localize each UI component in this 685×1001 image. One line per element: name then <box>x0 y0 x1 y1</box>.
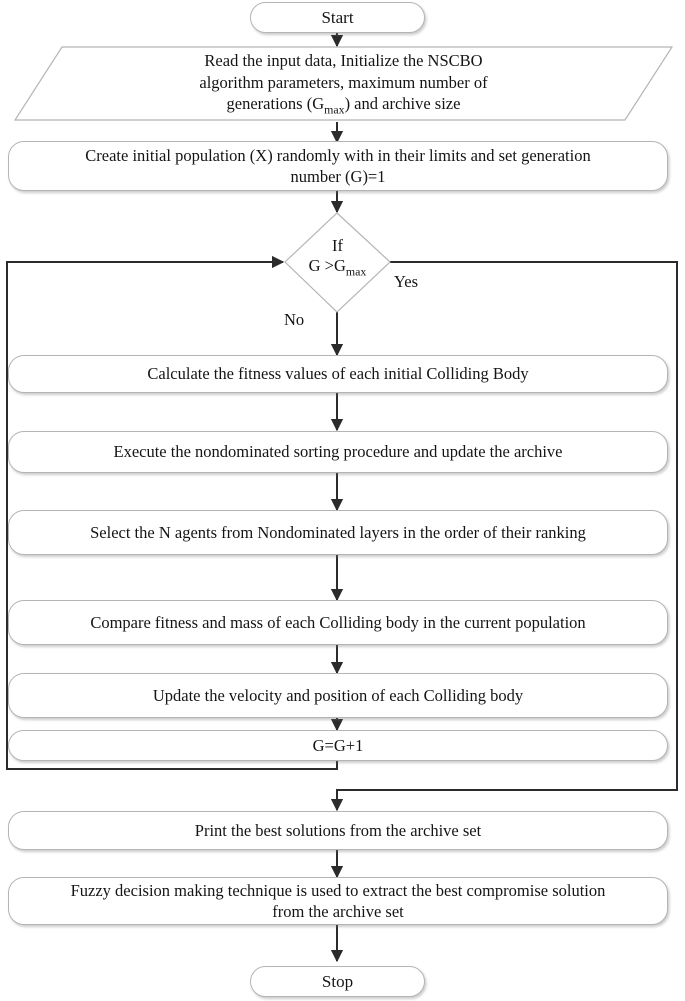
node-select-agents[interactable]: Select the N agents from Nondominated la… <box>8 510 668 555</box>
node-input-line1: Read the input data, Initialize the NSCB… <box>204 51 483 71</box>
node-input-data-text: Read the input data, Initialize the NSCB… <box>15 47 672 121</box>
node-init-population-line2: number (G)=1 <box>290 167 386 186</box>
node-fuzzy-decision-line2: from the archive set <box>272 902 404 921</box>
node-print-best-solutions-label: Print the best solutions from the archiv… <box>194 820 482 840</box>
node-stop[interactable]: Stop <box>250 966 425 997</box>
input-parallelogram-shape <box>13 46 674 121</box>
node-select-agents-label: Select the N agents from Nondominated la… <box>90 522 586 542</box>
node-input-data[interactable]: Read the input data, Initialize the NSCB… <box>15 47 672 121</box>
node-nondominated-sorting[interactable]: Execute the nondominated sorting procedu… <box>8 431 668 473</box>
node-increment-generation[interactable]: G=G+1 <box>8 730 668 761</box>
node-init-population-line1: Create initial population (X) randomly w… <box>85 145 591 165</box>
node-calculate-fitness-label: Calculate the fitness values of each ini… <box>147 364 529 384</box>
node-update-velocity[interactable]: Update the velocity and position of each… <box>8 673 668 718</box>
node-input-line3: generations (Gmax) and archive size <box>199 93 487 118</box>
node-fuzzy-decision-line1: Fuzzy decision making technique is used … <box>70 880 606 900</box>
connector-loop-back <box>6 255 338 770</box>
node-compare-fitness-label: Compare fitness and mass of each Collidi… <box>90 612 586 632</box>
node-start[interactable]: Start <box>250 2 425 33</box>
node-fuzzy-decision[interactable]: Fuzzy decision making technique is used … <box>8 877 668 925</box>
decision-diamond-shape <box>284 212 391 313</box>
node-stop-label: Stop <box>321 971 354 991</box>
node-input-line3-pre: generations (G <box>226 94 325 114</box>
connector-yes-branch <box>330 261 678 812</box>
node-start-label: Start <box>321 7 354 27</box>
node-init-population[interactable]: Create initial population (X) randomly w… <box>8 141 668 191</box>
edge-label-yes: Yes <box>394 272 419 291</box>
node-input-line3-post: ) and archive size <box>344 94 461 114</box>
node-input-line2: algorithm parameters, maximum number of <box>199 72 488 92</box>
node-increment-generation-label: G=G+1 <box>312 735 364 755</box>
node-calculate-fitness[interactable]: Calculate the fitness values of each ini… <box>8 355 668 393</box>
node-update-velocity-label: Update the velocity and position of each… <box>152 685 524 705</box>
node-print-best-solutions[interactable]: Print the best solutions from the archiv… <box>8 811 668 850</box>
node-nondominated-sorting-label: Execute the nondominated sorting procedu… <box>113 442 563 462</box>
node-input-line3-sub: max <box>324 102 345 117</box>
node-compare-fitness[interactable]: Compare fitness and mass of each Collidi… <box>8 600 668 645</box>
edge-label-no: No <box>284 310 305 329</box>
